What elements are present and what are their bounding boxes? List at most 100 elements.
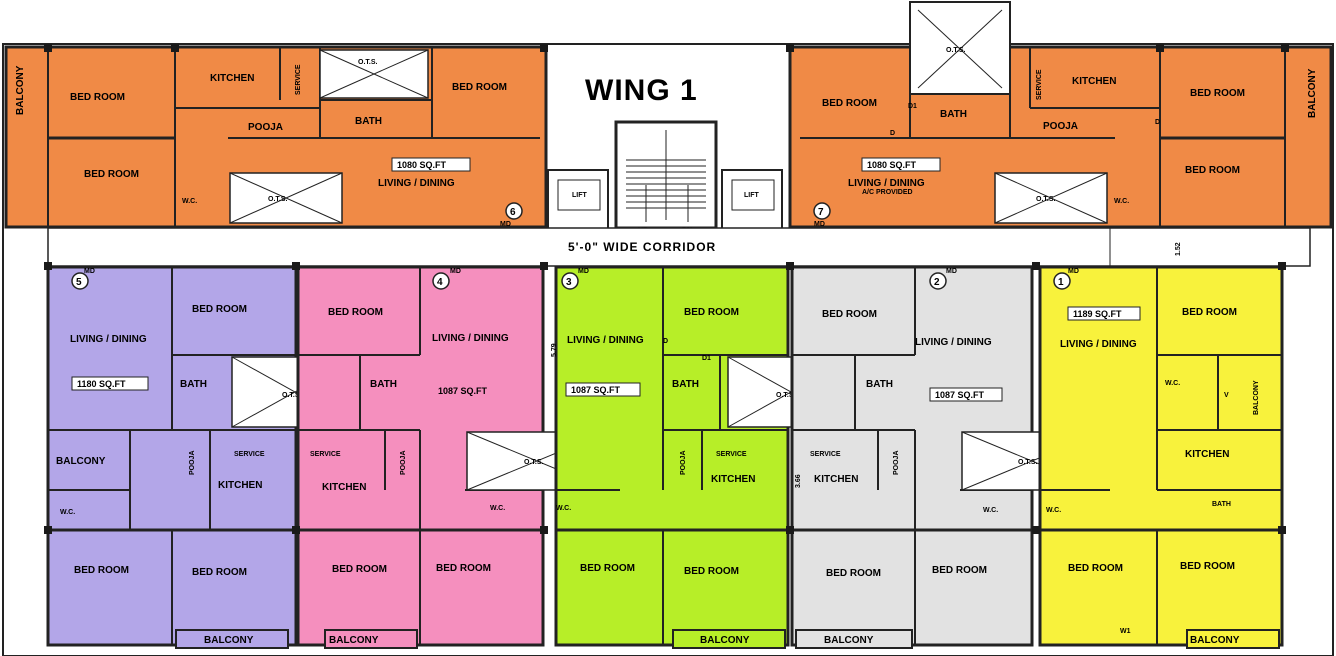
room-label: BATH [355,116,382,127]
room-label: BED ROOM [1185,165,1240,176]
room-label: LIVING / DINING [1060,339,1137,350]
room-label: KITCHEN [322,482,366,493]
door-tag: D [890,130,895,137]
room-label: POOJA [893,450,900,475]
room-label: LIVING / DINING [70,334,147,345]
flat-area: 1087 SQ.FT [935,390,985,400]
door-tag: D [1155,119,1160,126]
room-label: SERVICE [234,451,265,458]
main-door-tag: MD [500,221,511,228]
room-label: BED ROOM [1182,307,1237,318]
room-label: W.C. [490,505,505,512]
room-label: BED ROOM [84,169,139,180]
room-label: W.C. [983,507,998,514]
room-label: BALCONY [1253,380,1260,415]
dimension-label: 3.66 [795,474,802,488]
room-label: W.C. [1165,380,1180,387]
flat-number: 3 [566,277,572,288]
flat-number: 1 [1058,277,1064,288]
room-label: SERVICE [310,451,341,458]
room-label: BED ROOM [192,567,247,578]
main-door-tag: MD [450,268,461,275]
room-label: BALCONY [329,635,379,646]
room-label: BED ROOM [822,98,877,109]
room-label: O.T.S. [1018,459,1038,466]
flat-number: 7 [818,207,824,218]
flat-4: O.T.S. 4 MD BED ROOM LIVING / DINING BAT… [296,265,608,649]
room-label: BATH [180,379,207,390]
flat-3-fill [554,265,790,647]
room-label: LIVING / DINING [915,337,992,348]
room-label: W.C. [1114,198,1129,205]
door-tag: D1 [702,355,711,362]
door-tag: D [663,338,668,345]
room-label: LIVING / DINING [567,335,644,346]
room-label: BED ROOM [1068,563,1123,574]
room-label: BATH [370,379,397,390]
main-door-tag: MD [84,268,95,275]
room-label: BED ROOM [932,565,987,576]
lift-label: LIFT [744,192,759,199]
room-label: W.C. [1046,507,1061,514]
corridor-label: 5'-0" WIDE CORRIDOR [568,240,716,254]
main-door-tag: MD [1068,268,1079,275]
room-label: BED ROOM [436,563,491,574]
room-label: BALCONY [700,635,750,646]
room-label: O.T.S. [1036,196,1056,203]
dimension-label: 1.52 [1175,242,1182,256]
room-label: KITCHEN [218,480,262,491]
room-label: BED ROOM [328,307,383,318]
room-label: BALCONY [15,65,26,115]
room-label: LIVING / DINING [848,178,925,189]
room-label: POOJA [189,450,196,475]
room-label: O.T.S. [282,392,302,399]
main-door-tag: MD [814,221,825,228]
wing-title: WING 1 [585,74,698,107]
room-label: BALCONY [1190,635,1240,646]
room-label: O.T.S. [268,196,288,203]
flat-area: 1080 SQ.FT [867,160,917,170]
flat-number: 6 [510,207,516,218]
room-label: SERVICE [716,451,747,458]
room-label: BED ROOM [192,304,247,315]
dimension-label: 5.79 [551,343,558,357]
flat-area: 1087 SQ.FT [571,385,621,395]
flat-area: 1189 SQ.FT [1073,309,1122,319]
flat-area: 1180 SQ.FT [77,379,126,389]
room-label: BED ROOM [452,82,507,93]
room-label: BED ROOM [332,564,387,575]
lift-label: LIFT [572,192,587,199]
room-label: O.T.S. [524,459,544,466]
main-door-tag: MD [946,268,957,275]
room-label: POOJA [680,450,687,475]
room-label: POOJA [400,450,407,475]
flat-1: 1 MD 1189 SQ.FT LIVING / DINING BED ROOM… [1038,265,1284,649]
room-label: BALCONY [56,456,106,467]
flat-area: 1080 SQ.FT [397,160,447,170]
room-label: BALCONY [204,635,254,646]
flat-number: 5 [76,277,82,288]
flat-note: A/C PROVIDED [862,189,913,196]
room-label: LIVING / DINING [432,333,509,344]
room-label: POOJA [1043,121,1078,132]
room-label: BATH [672,379,699,390]
room-label: W.C. [556,505,571,512]
room-label: O.T.S. [946,47,966,54]
room-label: BED ROOM [70,92,125,103]
core: LIFT LIFT UP DN [547,120,783,234]
window-tag: W1 [1120,628,1131,635]
flat-area: 1087 SQ.FT [438,386,488,396]
room-label: BATH [866,379,893,390]
room-label: BATH [1212,501,1231,508]
flat-6: BALCONY BED ROOM BED ROOM KITCHEN SERVIC… [4,45,548,229]
room-label: KITCHEN [1185,449,1229,460]
room-label: KITCHEN [814,474,858,485]
corridor [47,227,1311,267]
room-label: LIVING / DINING [378,178,455,189]
door-tag: V [1224,392,1229,399]
room-label: W.C. [182,198,197,205]
room-label: SERVICE [810,451,841,458]
room-label: BED ROOM [74,565,129,576]
room-label: SERVICE [295,64,302,95]
